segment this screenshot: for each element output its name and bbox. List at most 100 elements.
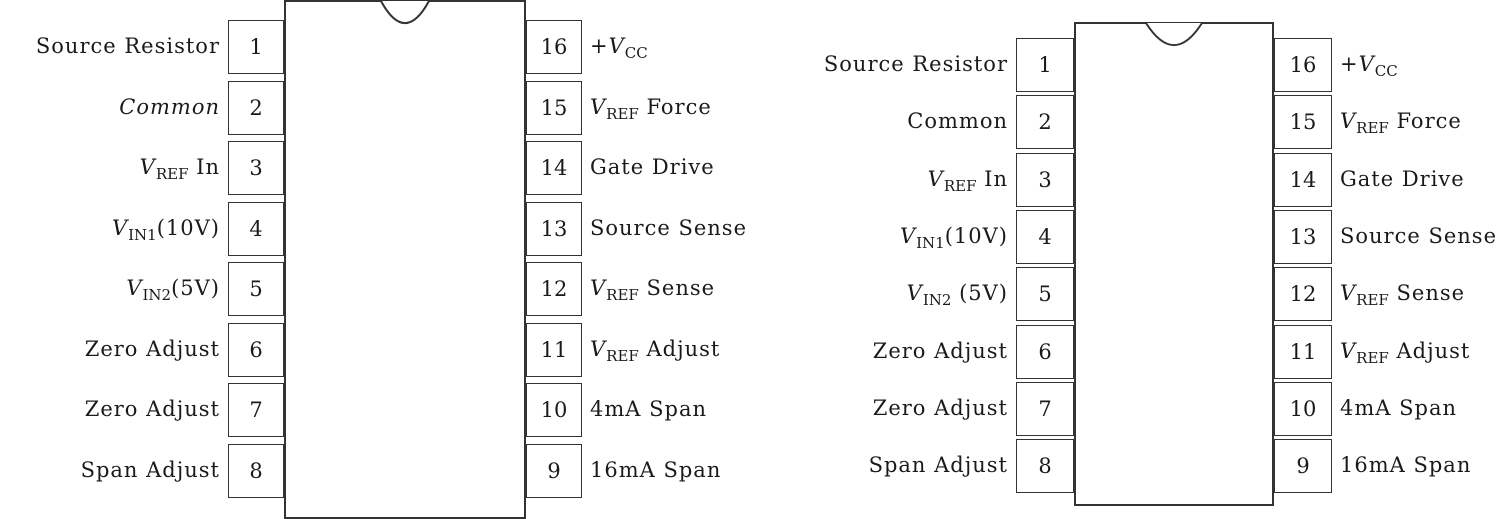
pin-label-15: VREF Force [1340, 111, 1462, 136]
pin-box-12: 12 [526, 262, 582, 316]
pin-box-4: 4 [1016, 209, 1074, 264]
pin-label-13: Source Sense [590, 215, 748, 240]
pin-box-11: 11 [1274, 324, 1332, 379]
pin-box-8: 8 [228, 443, 284, 498]
pin-label-text: Zero Adjust [872, 338, 1008, 363]
pin-label-11: VREF Adjust [590, 336, 721, 365]
pin-label-1: Source Resistor [824, 54, 1008, 75]
pin-label-subscript: IN2 [142, 286, 172, 304]
pin-box-9: 9 [1274, 439, 1332, 494]
pin-label-11: VREF Adjust [1340, 338, 1471, 366]
pin-label-text: Common [907, 109, 1008, 134]
pin-label-2: Common [119, 94, 220, 119]
pin-label-text: Zero Adjust [84, 397, 220, 421]
pin-label-text: Span Adjust [80, 457, 220, 482]
pin-box-1: 1 [1016, 38, 1074, 92]
pin-label-9: 16mA Span [590, 457, 722, 482]
pin-label-text: Zero Adjust [872, 395, 1008, 420]
pin-label-prefix: + [1340, 52, 1359, 76]
pin-box-9: 9 [526, 443, 582, 498]
pin-label-suffix: (10V) [944, 223, 1008, 248]
pin-label-subscript: IN1 [128, 225, 157, 244]
pin-label-text: Source Sense [1340, 223, 1498, 248]
pin-label-symbol: V [1340, 338, 1357, 363]
pin-label-text: Source Resistor [35, 34, 220, 58]
pin-label-text: Common [119, 94, 220, 119]
pin-label-6: Zero Adjust [85, 338, 220, 360]
pin-label-3: VREF In [140, 157, 220, 182]
pin-label-4: VIN1(10V) [899, 223, 1008, 251]
pin-label-4: VIN1(10V) [111, 215, 220, 244]
pin-label-symbol: V [899, 223, 917, 248]
pin-label-suffix: Sense [638, 276, 716, 300]
pin-label-symbol: V [590, 336, 607, 361]
pin-label-9: 16mA Span [1340, 455, 1471, 476]
pin-box-11: 11 [526, 322, 582, 377]
pin-box-15: 15 [1274, 95, 1332, 150]
pin-box-6: 6 [1016, 324, 1074, 379]
pin-label-suffix: (10V) [156, 215, 220, 240]
pin-label-8: Span Adjust [869, 455, 1008, 476]
pin-label-subscript: REF [606, 286, 639, 304]
pin-label-16: +VCC [1340, 54, 1398, 79]
pin-box-8: 8 [1016, 439, 1074, 494]
pin-label-subscript: CC [1374, 62, 1398, 80]
pin1-notch-icon [380, 0, 430, 25]
pin-label-text: Span Adjust [868, 453, 1008, 478]
pin-label-text: 4mA Span [1340, 395, 1457, 420]
pin-label-15: VREF Force [590, 94, 712, 123]
pin-label-symbol: V [1340, 109, 1357, 134]
pin-label-1: Source Resistor [36, 36, 220, 57]
pin-label-10: 4mA Span [590, 399, 707, 420]
pin-box-16: 16 [526, 20, 582, 74]
pin-box-14: 14 [1274, 152, 1332, 207]
pin-box-10: 10 [526, 383, 582, 437]
pin-label-2: Common [907, 111, 1008, 132]
pin-box-2: 2 [228, 80, 284, 135]
pin-label-10: 4mA Span [1340, 395, 1457, 420]
pin-label-12: VREF Sense [1340, 283, 1465, 308]
pin-label-text: Gate Drive [590, 155, 715, 179]
pin-label-prefix: + [590, 34, 609, 58]
pin-label-subscript: REF [606, 104, 639, 123]
pin-box-2: 2 [1016, 95, 1074, 150]
pin-label-subscript: REF [1356, 119, 1389, 138]
pin-box-7: 7 [1016, 381, 1074, 436]
pin-label-suffix: Force [638, 94, 712, 119]
pin-label-suffix: Adjust [638, 336, 721, 361]
pin-label-text: Source Sense [590, 215, 748, 240]
pin-label-symbol: V [111, 215, 129, 240]
pin-label-subscript: REF [155, 165, 189, 183]
pin-box-13: 13 [526, 201, 582, 256]
pin-label-text: 16mA Span [590, 457, 722, 482]
pin-box-7: 7 [228, 383, 284, 437]
pin-box-14: 14 [526, 141, 582, 195]
pin-label-symbol: V [608, 34, 625, 58]
pin-box-5: 5 [1016, 267, 1074, 322]
pin-label-subscript: CC [624, 44, 648, 62]
pin-label-symbol: V [126, 276, 143, 300]
pin-label-7: Zero Adjust [872, 395, 1008, 420]
pin-box-3: 3 [228, 141, 284, 195]
pin-label-subscript: REF [606, 346, 639, 365]
pin-label-suffix: In [188, 155, 220, 179]
pin-label-suffix: In [976, 166, 1008, 191]
pin-label-7: Zero Adjust [85, 399, 220, 420]
pin-label-subscript: IN2 [922, 291, 952, 310]
pin-box-10: 10 [1274, 381, 1332, 436]
pin-box-12: 12 [1274, 267, 1332, 322]
pin-label-text: 16mA Span [1340, 453, 1472, 478]
pin-label-14: Gate Drive [1340, 168, 1465, 190]
pin-box-15: 15 [526, 80, 582, 135]
pin-label-symbol: V [1358, 52, 1375, 76]
pin-label-text: 4mA Span [590, 397, 707, 421]
pin-label-13: Source Sense [1340, 223, 1498, 248]
pin-label-symbol: V [927, 166, 944, 191]
pin-label-8: Span Adjust [80, 457, 220, 482]
pin-label-subscript: REF [943, 176, 977, 195]
pin-label-text: Source Resistor [823, 52, 1008, 76]
pin-label-suffix: Adjust [1388, 338, 1471, 363]
pin-label-symbol: V [590, 276, 607, 300]
